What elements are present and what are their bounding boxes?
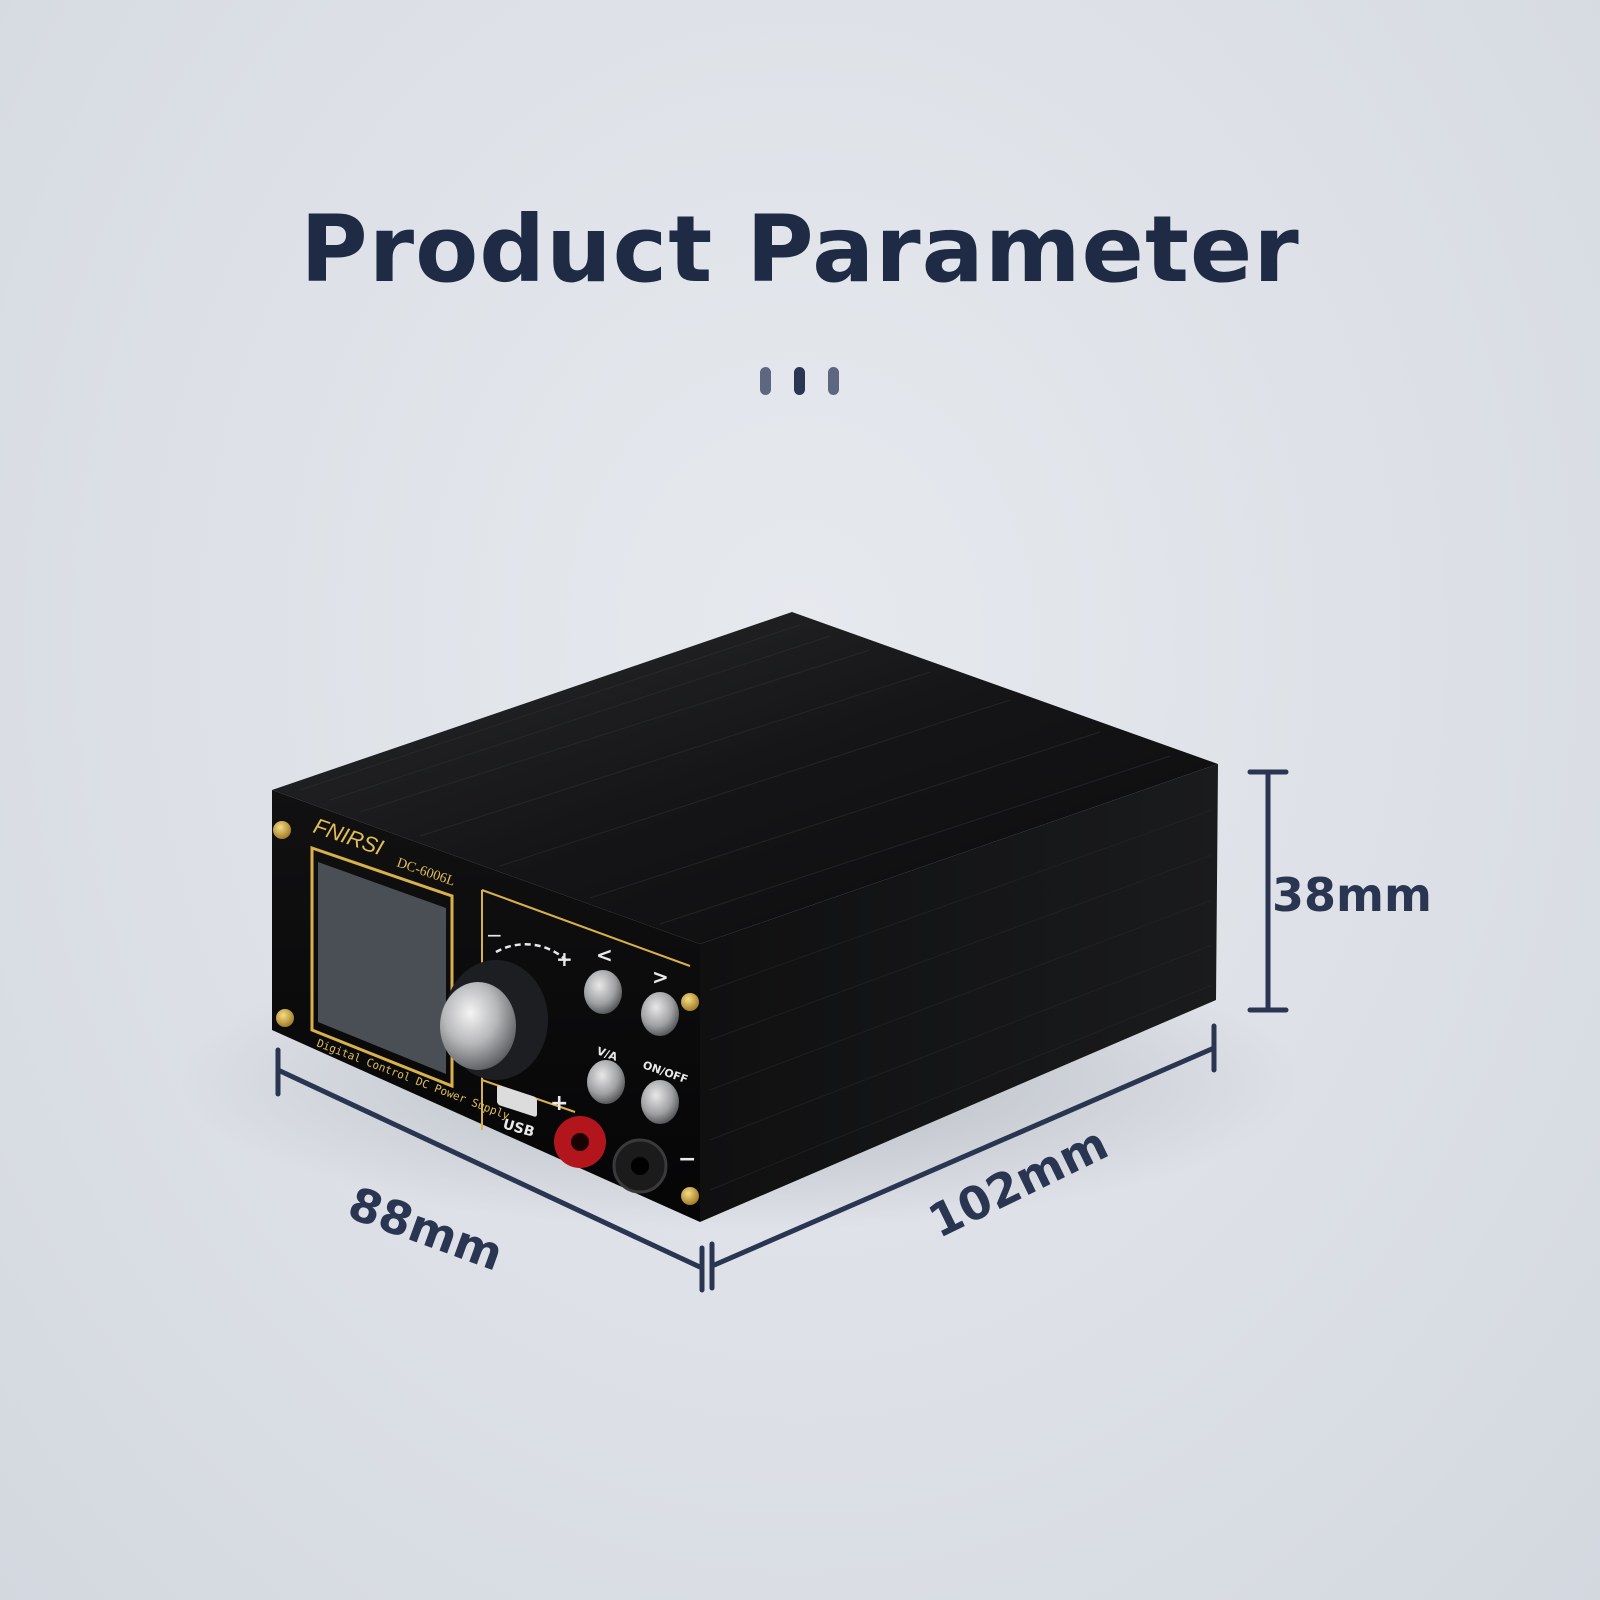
terminal-hole <box>631 1157 649 1175</box>
terminal-minus-label: − <box>678 1147 696 1172</box>
enclosure-top <box>272 612 1218 944</box>
width-dimension-line <box>709 1023 1217 1291</box>
terminal-hole <box>571 1133 589 1151</box>
height-dimension-line <box>1247 769 1289 1013</box>
dot-1 <box>760 367 771 395</box>
dot-2 <box>794 367 805 395</box>
dot-3 <box>828 367 839 395</box>
depth-dimension-line <box>275 1047 705 1293</box>
knob-plus-label: + <box>556 947 573 971</box>
enclosure-side <box>700 764 1218 1222</box>
va-button[interactable] <box>587 1060 625 1104</box>
knob-cap[interactable] <box>440 982 516 1070</box>
right-arrow-button[interactable] <box>641 992 679 1036</box>
right-arrow-label: > <box>652 965 669 989</box>
side-texture <box>709 809 1213 1191</box>
screw-icon <box>681 993 699 1011</box>
onoff-button[interactable] <box>641 1080 679 1124</box>
page-title: Product Parameter <box>300 196 1300 303</box>
terminal-plus-label: + <box>550 1091 568 1116</box>
knob-minus-label: − <box>486 923 503 947</box>
left-arrow-button[interactable] <box>584 970 622 1014</box>
screw-icon <box>681 1187 699 1205</box>
decorative-dots <box>760 367 840 395</box>
height-dimension-label: 38mm <box>1272 868 1432 922</box>
screw-icon <box>276 1009 294 1027</box>
left-arrow-label: < <box>596 943 613 967</box>
panel-divider <box>481 889 691 967</box>
screw-icon <box>273 821 291 839</box>
usb-port[interactable] <box>497 1084 537 1117</box>
display-frame <box>310 845 454 1089</box>
brushed-texture <box>299 624 1171 925</box>
lcd-display <box>318 862 446 1074</box>
